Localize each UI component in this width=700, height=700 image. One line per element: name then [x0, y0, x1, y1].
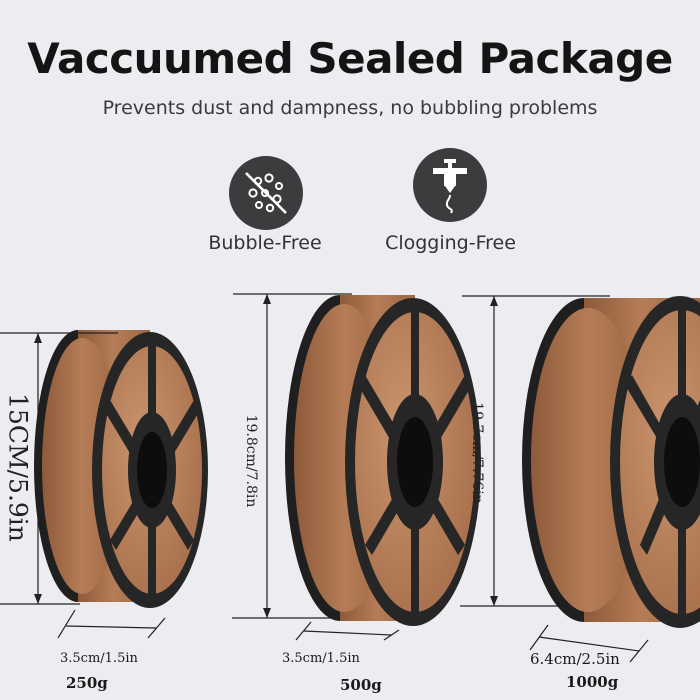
- spool-500g-width-label: 3.5cm/1.5in: [282, 651, 360, 666]
- page-title: Vaccuumed Sealed Package: [27, 34, 673, 83]
- bubble-free-icon: [229, 156, 303, 230]
- spool-250g-width-label: 3.5cm/1.5in: [60, 651, 138, 666]
- nozzle-icon: [413, 148, 487, 222]
- spool-500g: [285, 295, 481, 626]
- spool-250g: [34, 330, 208, 608]
- spool-500g-weight: 500g: [340, 676, 382, 694]
- spool-1000g-width-label: 6.4cm/2.5in: [530, 650, 620, 668]
- spool-1000g: [522, 296, 700, 628]
- page-subtitle: Prevents dust and dampness, no bubbling …: [102, 97, 598, 119]
- spool-1000g-height-label: 19.7cm/7.76in: [469, 402, 485, 504]
- feature-label-clogging-free: Clogging-Free: [385, 232, 516, 254]
- spool-250g-weight: 250g: [66, 674, 108, 692]
- spool-1000g-weight: 1000g: [566, 673, 619, 691]
- feature-label-bubble-free: Bubble-Free: [208, 232, 322, 254]
- spool-250g-height-label: 15CM/5.9in: [3, 393, 33, 542]
- spool-500g-height-label: 19.8cm/7.8in: [243, 414, 259, 508]
